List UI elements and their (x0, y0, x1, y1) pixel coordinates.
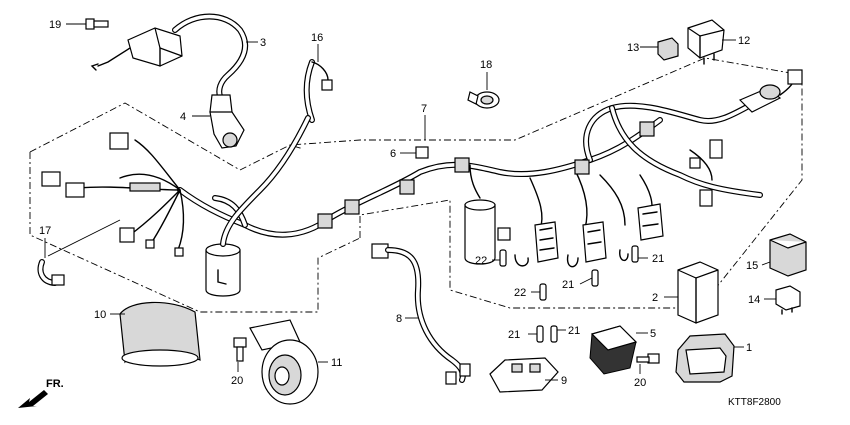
fuel-pump (689, 69, 803, 207)
canister-harness (464, 199, 496, 265)
clip-band-17 (37, 219, 121, 286)
callout-22b: 22 (514, 287, 526, 299)
callout-4: 4 (180, 111, 186, 123)
callout-18: 18 (480, 59, 492, 71)
connector-6 (400, 146, 429, 159)
fuse-boxes (497, 203, 664, 263)
fuse-box-9 (489, 357, 559, 393)
grommet-18 (467, 72, 500, 109)
sub-harness-8 (371, 243, 471, 385)
callout-21b: 21 (562, 279, 574, 291)
bolt-19 (66, 18, 109, 30)
callout-10: 10 (94, 309, 106, 321)
connectors-left (41, 132, 184, 257)
bolt-20a (233, 337, 247, 372)
rubber-cap-15 (761, 233, 807, 277)
callout-12: 12 (738, 35, 750, 47)
callout-2: 2 (652, 292, 658, 304)
tape-sleeves (129, 121, 655, 229)
callout-21d: 21 (568, 325, 580, 337)
callout-9: 9 (561, 375, 567, 387)
callout-15: 15 (746, 260, 758, 272)
fuses-inside (492, 245, 648, 301)
callout-6: 6 (390, 148, 396, 160)
canister-left (205, 115, 311, 297)
callout-13: 13 (627, 42, 639, 54)
spark-plug-cap-4 (192, 94, 245, 149)
callout-8: 8 (396, 313, 402, 325)
drawing-code: KTT8F2800 (728, 397, 781, 408)
callout-21a: 21 (652, 253, 664, 265)
direction-label: FR. (46, 378, 64, 390)
assembly-boundary (29, 57, 803, 313)
regulator-rectifier-5 (589, 325, 648, 375)
callout-20a: 20 (231, 375, 243, 387)
callout-21c: 21 (508, 329, 520, 341)
callout-16: 16 (311, 32, 323, 44)
callout-11: 11 (331, 357, 342, 369)
callout-14: 14 (748, 294, 760, 306)
callout-17: 17 (39, 225, 51, 237)
wire-cover-10 (110, 301, 201, 367)
callout-19: 19 (49, 19, 61, 31)
front-arrow-icon (18, 390, 48, 408)
callout-7: 7 (421, 103, 427, 115)
bolt-20b (636, 353, 660, 374)
cdi-unit-2 (664, 261, 719, 324)
callout-labels: 19 3 4 16 18 13 12 7 6 17 22 21 15 21 22… (39, 19, 781, 408)
callout-5: 5 (650, 328, 656, 340)
ignition-coil-3 (90, 13, 258, 99)
callout-22a: 22 (475, 255, 487, 267)
callout-1: 1 (746, 342, 752, 354)
rubber-mount-1 (675, 333, 744, 383)
relay-14 (764, 285, 801, 315)
main-wire-harness-7 (79, 97, 763, 251)
fuses-21-pair (528, 325, 566, 343)
callout-3: 3 (260, 37, 266, 49)
horn-11 (249, 319, 328, 405)
relay-13 (640, 37, 679, 61)
clip-16 (303, 44, 333, 123)
relay-12 (687, 19, 736, 65)
callout-20b: 20 (634, 377, 646, 389)
